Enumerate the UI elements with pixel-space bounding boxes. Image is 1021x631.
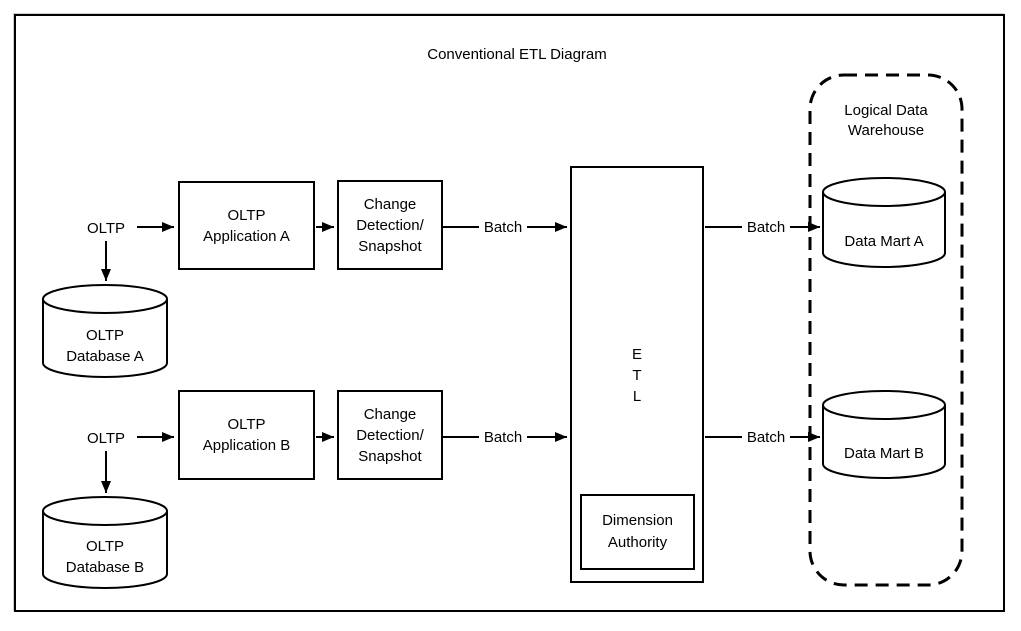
cylinder-body: [42, 299, 168, 378]
cylinder-top: [42, 496, 168, 526]
logical-data-warehouse-label: Logical Data Warehouse: [844, 102, 928, 139]
oltp-source-label-b: OLTP: [86, 430, 126, 447]
change-detection-snapshot-b-box: Change Detection/ Snapshot: [337, 390, 443, 480]
etl-label: E T L: [631, 346, 642, 405]
logical-data-warehouse-container: [808, 73, 964, 587]
cylinder-body: [822, 192, 946, 268]
diagram-title: Conventional ETL Diagram: [427, 46, 607, 63]
etl-box: [570, 166, 704, 583]
batch-label-a-in: Batch: [479, 219, 527, 237]
batch-label-b-in: Batch: [479, 429, 527, 447]
oltp-application-a-box: OLTP Application A: [178, 181, 315, 270]
data-mart-b-label: Data Mart B: [843, 445, 925, 462]
cylinder-top: [822, 390, 946, 420]
data-mart-b-cylinder: [822, 390, 946, 479]
cylinder-top: [42, 284, 168, 314]
oltp-database-a-label: OLTP Database A: [66, 327, 144, 365]
batch-label-a-out: Batch: [742, 219, 790, 237]
batch-label-b-out: Batch: [742, 429, 790, 447]
oltp-application-b-box: OLTP Application B: [178, 390, 315, 480]
dimension-authority-box: Dimension Authority: [580, 494, 695, 570]
cylinder-body: [822, 405, 946, 479]
oltp-database-b-cylinder: [42, 496, 168, 589]
oltp-database-b-label: OLTP Database B: [65, 538, 145, 576]
cylinder-body: [42, 511, 168, 589]
oltp-source-label-a: OLTP: [86, 220, 126, 237]
diagram-outer-border: [14, 14, 1005, 612]
data-mart-a-label: Data Mart A: [844, 233, 924, 250]
oltp-database-a-cylinder: [42, 284, 168, 378]
data-mart-a-cylinder: [822, 177, 946, 268]
cylinder-top: [822, 177, 946, 207]
change-detection-snapshot-a-box: Change Detection/ Snapshot: [337, 180, 443, 270]
